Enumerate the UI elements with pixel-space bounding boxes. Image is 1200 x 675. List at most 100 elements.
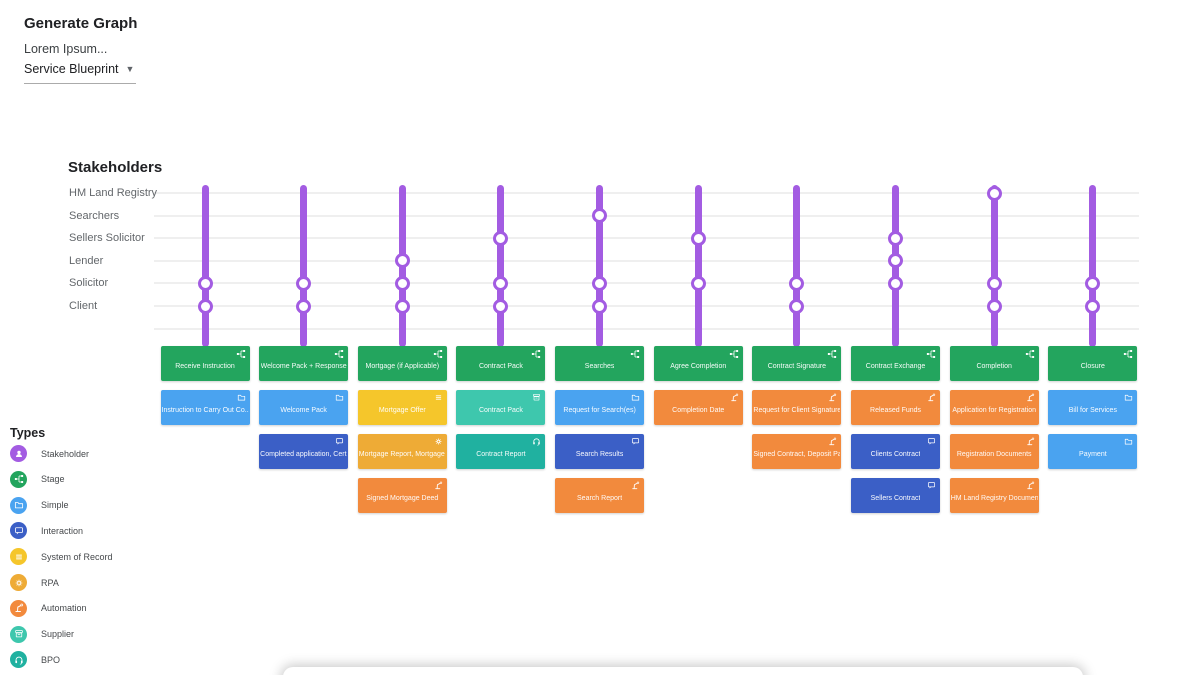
node-label: Search Report — [577, 494, 623, 502]
stakeholder-touchpoint[interactable] — [197, 275, 213, 291]
stakeholder-touchpoint[interactable] — [493, 298, 509, 314]
stakeholder-touchpoint[interactable] — [592, 275, 608, 291]
stakeholder-touchpoint[interactable] — [493, 230, 509, 246]
automation-node[interactable]: Signed Contract, Deposit Pa... — [752, 434, 842, 469]
stakeholder-touchpoint[interactable] — [394, 253, 410, 269]
stage-node[interactable]: Searches — [555, 346, 645, 381]
stage-flow-icon — [926, 349, 936, 359]
bpo-node[interactable]: Contract Report — [456, 434, 546, 469]
stakeholder-touchpoint[interactable] — [1085, 298, 1101, 314]
legend-item-simple: Simple — [10, 496, 69, 514]
stakeholder-touchpoint[interactable] — [1085, 275, 1101, 291]
simple-node[interactable]: Instruction to Carry Out Co... — [160, 390, 250, 425]
stage-node[interactable]: Closure — [1048, 346, 1138, 381]
simple-node[interactable]: Welcome Pack — [259, 390, 349, 425]
chat-bubble-icon — [927, 437, 936, 446]
stakeholder-touchpoint[interactable] — [986, 185, 1002, 201]
stage-node[interactable]: Completion — [949, 346, 1039, 381]
interaction-node[interactable]: Sellers Contract — [851, 478, 941, 513]
stakeholder-touchpoint[interactable] — [197, 298, 213, 314]
stakeholder-row-label: Searchers — [69, 209, 120, 222]
automation-node[interactable]: Application for Registration — [949, 390, 1039, 425]
stage-node[interactable]: Receive Instruction — [160, 346, 250, 381]
legend-swatch-automation — [10, 599, 27, 617]
interaction-node[interactable]: Search Results — [555, 434, 645, 469]
node-label: Instruction to Carry Out Co... — [161, 406, 249, 414]
automation-node[interactable]: Search Report — [555, 478, 645, 513]
chat-bubble-icon — [927, 481, 936, 490]
node-label: Registration Documents — [956, 450, 1032, 458]
simple-node[interactable]: Bill for Services — [1048, 390, 1138, 425]
automation-node[interactable]: Released Funds — [851, 390, 941, 425]
legend-item-stakeholder: Stakeholder — [10, 445, 89, 463]
stakeholder-row-line — [154, 327, 1139, 330]
stage-node-label: Completion — [976, 362, 1012, 370]
stakeholder-row-line — [154, 237, 1139, 240]
node-label: Signed Mortgage Deed — [366, 494, 439, 502]
legend-item-automation: Automation — [10, 599, 87, 617]
legend-label: System of Record — [41, 551, 113, 562]
types-heading: Types — [10, 426, 46, 440]
stakeholder-touchpoint[interactable] — [394, 275, 410, 291]
automation-node[interactable]: HM Land Registry Documents — [949, 478, 1039, 513]
stakeholder-touchpoint[interactable] — [888, 275, 904, 291]
stakeholder-touchpoint[interactable] — [296, 298, 312, 314]
node-label: Contract Pack — [478, 406, 523, 414]
node-label: Payment — [1079, 450, 1107, 458]
stage-node[interactable]: Mortgage (if Applicable) — [357, 346, 447, 381]
stage-flow-icon — [236, 349, 246, 359]
node-label: Application for Registration — [952, 406, 1037, 414]
stage-node[interactable]: Contract Pack — [456, 346, 546, 381]
stage-flow-icon — [1123, 349, 1133, 359]
automation-node[interactable]: Signed Mortgage Deed — [357, 478, 447, 513]
robot-arm-icon — [631, 481, 640, 490]
stakeholder-touchpoint[interactable] — [888, 230, 904, 246]
stakeholder-touchpoint[interactable] — [690, 275, 706, 291]
legend-item-interaction: Interaction — [10, 522, 83, 540]
stakeholder-touchpoint[interactable] — [493, 275, 509, 291]
archive-box-icon — [14, 629, 24, 639]
stage-node[interactable]: Agree Completion — [653, 346, 743, 381]
automation-node[interactable]: Registration Documents — [949, 434, 1039, 469]
stage-node[interactable]: Contract Signature — [752, 346, 842, 381]
stakeholder-touchpoint[interactable] — [986, 275, 1002, 291]
stakeholder-touchpoint[interactable] — [986, 298, 1002, 314]
graph-type-select[interactable]: Service Blueprint ▼ — [24, 60, 137, 84]
stage-flow-icon — [334, 349, 344, 359]
stage-timeline — [1089, 185, 1097, 347]
stakeholder-touchpoint[interactable] — [888, 253, 904, 269]
legend-item-stage: Stage — [10, 470, 65, 488]
stakeholder-touchpoint[interactable] — [592, 298, 608, 314]
node-label: Request for Search(es) — [563, 406, 636, 414]
automation-node[interactable]: Request for Client Signature — [752, 390, 842, 425]
stage-node-label: Contract Exchange — [865, 362, 926, 370]
legend-label: Stakeholder — [41, 448, 90, 459]
legend-swatch-system_of_record — [10, 548, 27, 566]
stakeholder-touchpoint[interactable] — [789, 298, 805, 314]
stakeholder-touchpoint[interactable] — [296, 275, 312, 291]
simple-node[interactable]: Payment — [1048, 434, 1138, 469]
stage-node-label: Agree Completion — [670, 362, 727, 370]
bottom-panel-shadow — [283, 667, 1083, 675]
robot-arm-icon — [927, 393, 936, 402]
robot-arm-icon — [1026, 393, 1035, 402]
system_of_record-node[interactable]: Mortgage Offer — [357, 390, 447, 425]
interaction-node[interactable]: Clients Contract — [851, 434, 941, 469]
stakeholder-touchpoint[interactable] — [690, 230, 706, 246]
rpa-node[interactable]: Mortgage Report, Mortgage D... — [357, 434, 447, 469]
automation-node[interactable]: Completion Date — [653, 390, 743, 425]
stakeholder-row-line — [154, 192, 1139, 194]
stakeholder-row-label: HM Land Registry — [69, 187, 158, 199]
robot-arm-icon — [828, 437, 837, 446]
folder-icon — [14, 500, 24, 510]
simple-node[interactable]: Request for Search(es) — [555, 390, 645, 425]
node-label: Search Results — [575, 450, 624, 458]
supplier-node[interactable]: Contract Pack — [456, 390, 546, 425]
stakeholder-touchpoint[interactable] — [394, 298, 410, 314]
stakeholder-touchpoint[interactable] — [592, 208, 608, 224]
stage-node[interactable]: Contract Exchange — [851, 346, 941, 381]
stakeholder-touchpoint[interactable] — [789, 275, 805, 291]
robot-arm-icon — [434, 481, 443, 490]
stage-node[interactable]: Welcome Pack + Response — [259, 346, 349, 381]
interaction-node[interactable]: Completed application, Cert... — [259, 434, 349, 469]
